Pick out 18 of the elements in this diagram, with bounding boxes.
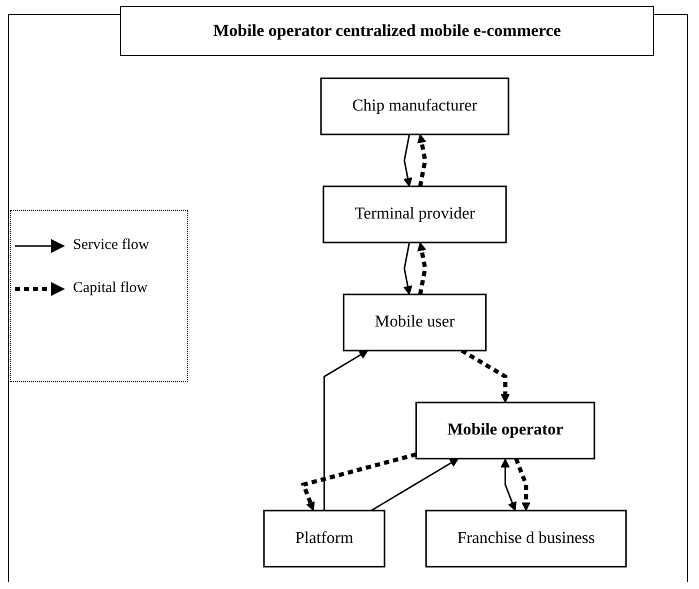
arrow [417, 134, 428, 187]
arrow [370, 458, 459, 512]
title-box: Mobile operator centralized mobile e-commerce [120, 6, 654, 56]
node-box: Terminal provider [322, 186, 507, 244]
arrow [323, 350, 368, 511]
node-box: Platform [263, 510, 386, 568]
arrow [403, 134, 412, 187]
arrow [500, 458, 517, 511]
node-box: Chip manufacturer [320, 78, 510, 136]
legend-label: Service flow [73, 237, 150, 254]
arrow [403, 242, 412, 295]
arrow [417, 242, 428, 295]
node-box: Mobile operator [415, 402, 596, 460]
arrow [514, 458, 531, 511]
legend-label: Capital flow [73, 280, 148, 297]
node-box: Franchise d business [425, 510, 627, 568]
node-box: Mobile user [342, 294, 487, 352]
arrow [300, 452, 417, 511]
